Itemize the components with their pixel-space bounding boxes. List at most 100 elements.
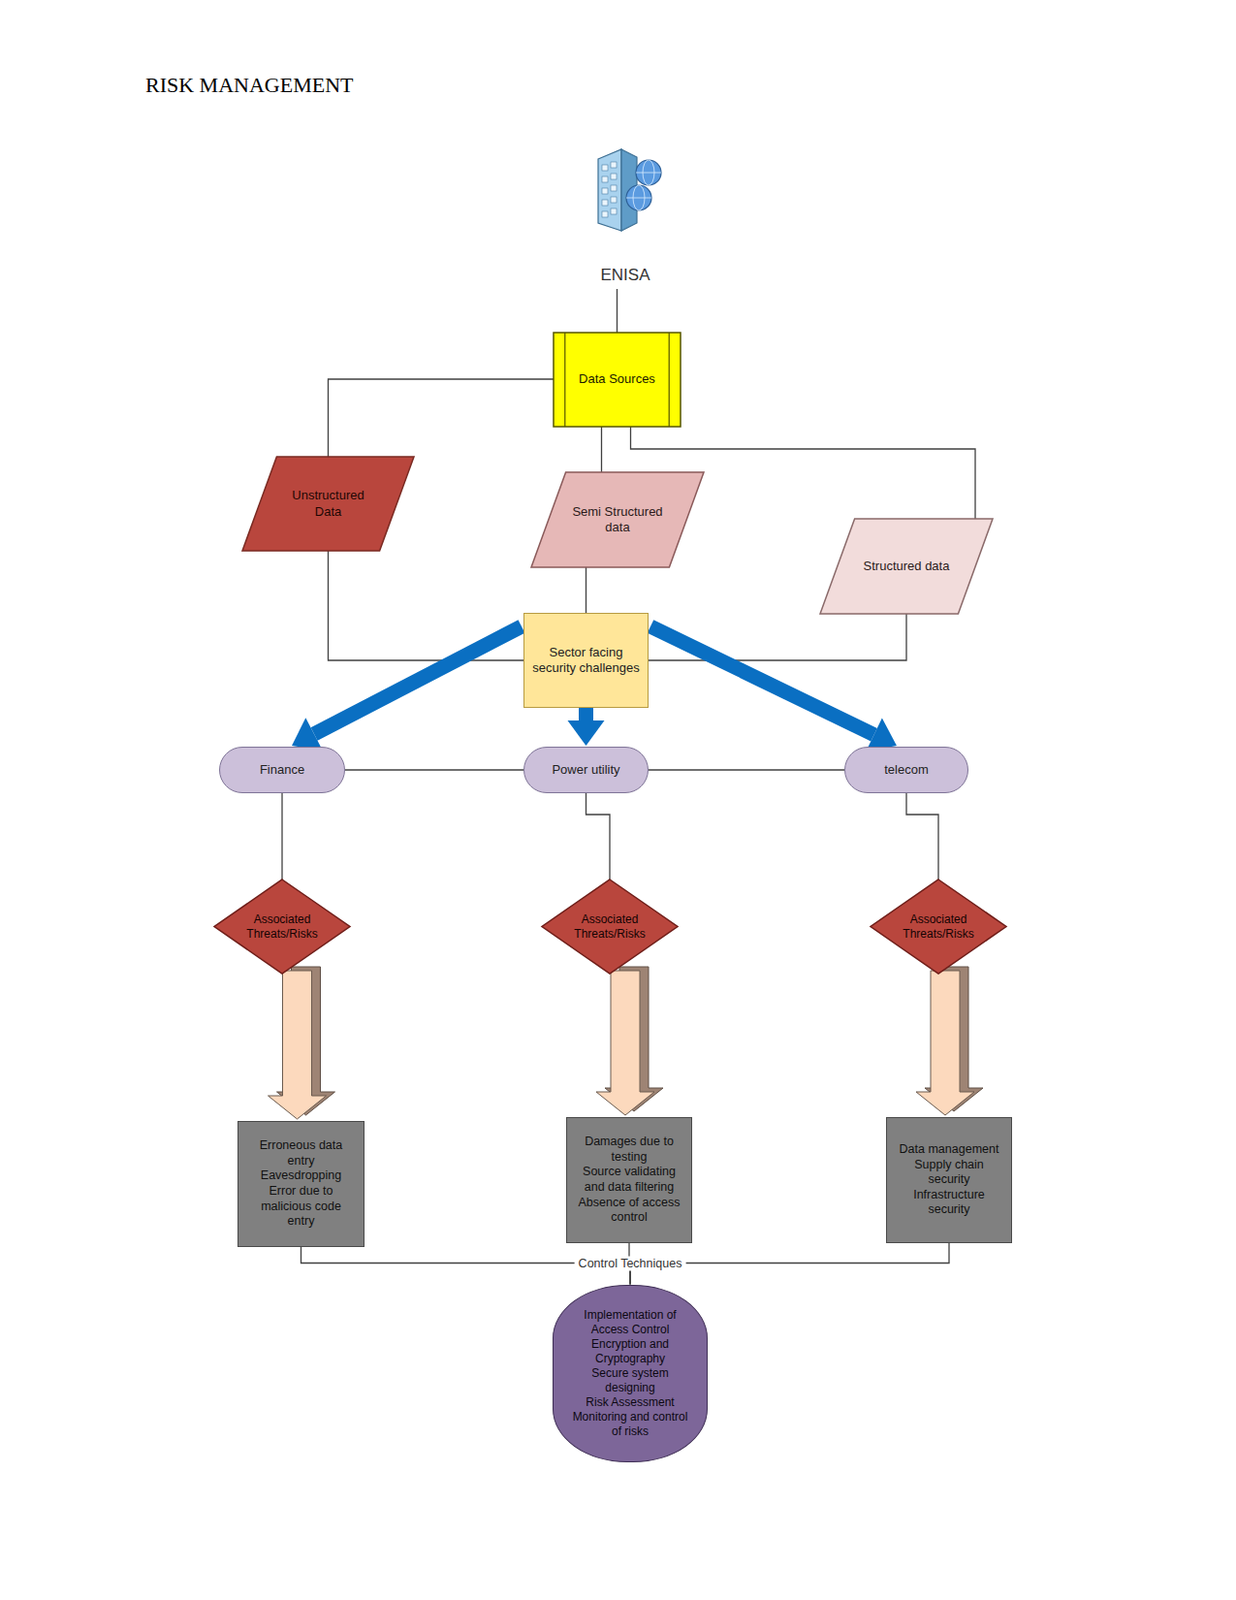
edge-label: Control Techniques: [574, 1255, 687, 1270]
text-stack: Finance: [231, 761, 333, 778]
text-stack: Unstructured Data: [277, 487, 380, 520]
process-box: Data Sources: [553, 332, 681, 427]
text-area: Structured data: [820, 518, 993, 614]
building-window: [610, 185, 617, 191]
node-text: Structured data: [855, 558, 958, 574]
node-text: Associated Threats/Risks: [567, 912, 653, 942]
flow-arrow-head: [291, 717, 323, 751]
text-stack: Associated Threats/Risks: [895, 912, 982, 942]
building-window: [610, 161, 617, 168]
node-text: Secure system designing: [569, 1365, 692, 1395]
node-text: Data management: [894, 1141, 1004, 1158]
building-window: [602, 188, 608, 194]
block-arrow-face: [916, 970, 975, 1115]
decision-diamond: Associated Threats/Risks: [214, 879, 350, 974]
node-text: Semi Structured data: [566, 504, 669, 537]
text-stack: Data managementSupply chain securityInfr…: [894, 1141, 1004, 1218]
connector-line: [585, 567, 587, 613]
text-area: Associated Threats/Risks: [870, 879, 1007, 974]
node-text: Data Sources: [569, 371, 666, 387]
diamond-outline: [541, 879, 678, 974]
connector-path: [585, 567, 587, 613]
diamond-outline: [214, 879, 350, 974]
text-stack: Sector facing security challenges: [532, 644, 640, 677]
node-text: Damages due to testing: [574, 1134, 684, 1165]
node-text: Sector facing security challenges: [532, 644, 640, 677]
connector-path: [345, 768, 524, 770]
sector-terminal: telecom: [844, 746, 969, 793]
threat-box: Data managementSupply chain securityInfr…: [886, 1116, 1013, 1243]
building-window: [602, 164, 608, 171]
node-text: Unstructured Data: [277, 487, 380, 520]
node-text: Infrastructure security: [894, 1187, 1004, 1218]
node-text: Eavesdropping: [246, 1168, 356, 1184]
text-stack: telecom: [856, 761, 956, 778]
text-area: Associated Threats/Risks: [214, 879, 350, 974]
text-area: Data managementSupply chain securityInfr…: [887, 1117, 1012, 1242]
globe: [626, 185, 652, 211]
process-outline: [553, 332, 681, 427]
text-area: Power utility: [524, 747, 648, 793]
node-text: Risk Assessment: [569, 1394, 692, 1410]
decision-diamond: Associated Threats/Risks: [541, 879, 678, 974]
connector-path: [906, 792, 939, 880]
connector-line: [648, 769, 845, 771]
node-text: Absence of access control: [574, 1195, 684, 1226]
building-window: [610, 173, 617, 180]
process-side: [668, 332, 670, 427]
threat-box: Erroneous data entryEavesdroppingError d…: [237, 1120, 365, 1247]
text-stack: Erroneous data entryEavesdroppingError d…: [246, 1138, 356, 1230]
diamond-outline: [870, 879, 1007, 974]
node-text: Finance: [231, 761, 333, 778]
process-side: [564, 332, 566, 427]
text-area: telecom: [845, 747, 968, 793]
control-oval: Implementation of Access ControlEncrypti…: [552, 1284, 708, 1462]
text-stack: Implementation of Access ControlEncrypti…: [569, 1307, 692, 1439]
connector-path: [648, 768, 845, 770]
connector-line: [616, 288, 618, 333]
text-area: Unstructured Data: [242, 456, 414, 551]
text-stack: Associated Threats/Risks: [567, 912, 653, 942]
node-text: Implementation of Access Control: [569, 1307, 692, 1337]
connector-path: [328, 379, 555, 457]
node-text: Source validating and data filtering: [574, 1164, 684, 1195]
text-area: Finance: [220, 747, 345, 793]
process-box: Sector facing security challenges: [523, 612, 649, 708]
connector-path: [281, 792, 283, 880]
connector-path: [616, 288, 618, 333]
node-text: Error due to malicious code entry: [246, 1183, 356, 1230]
flow-arrow: [650, 626, 897, 752]
source-icon-node: ENISA: [580, 145, 670, 289]
connector-path: [601, 426, 603, 473]
globe-equator: [635, 172, 662, 174]
threat-box: Damages due to testingSource validating …: [566, 1116, 693, 1243]
node-text: Associated Threats/Risks: [239, 912, 325, 942]
connector-line: [345, 769, 524, 771]
sector-terminal: Finance: [219, 746, 346, 793]
data-parallelogram: Structured data: [820, 518, 993, 614]
flow-arrow-shaft: [314, 626, 522, 734]
flow-arrow: [291, 626, 522, 751]
flow-arrow-shaft: [578, 707, 594, 721]
node-text: telecom: [856, 761, 956, 778]
building-window: [602, 211, 608, 218]
building-window: [610, 196, 617, 203]
text-area: Associated Threats/Risks: [541, 879, 678, 974]
data-parallelogram: Unstructured Data: [242, 456, 414, 551]
text-stack: Associated Threats/Risks: [239, 912, 325, 942]
globe-equator: [626, 197, 652, 199]
server-icon: [580, 145, 670, 235]
text-stack: Data Sources: [569, 371, 666, 387]
node-text: Erroneous data entry: [246, 1138, 356, 1169]
text-area: Implementation of Access ControlEncrypti…: [553, 1285, 707, 1461]
block-arrow-face: [596, 970, 655, 1115]
building-front: [598, 149, 622, 231]
parallelogram-outline: [242, 456, 414, 551]
decision-diamond: Associated Threats/Risks: [870, 879, 1007, 974]
node-label: ENISA: [561, 266, 690, 286]
parallelogram-outline: [531, 472, 704, 568]
sector-terminal: Power utility: [523, 746, 649, 793]
parallelogram-outline: [820, 518, 993, 614]
node-text: Associated Threats/Risks: [895, 912, 982, 942]
